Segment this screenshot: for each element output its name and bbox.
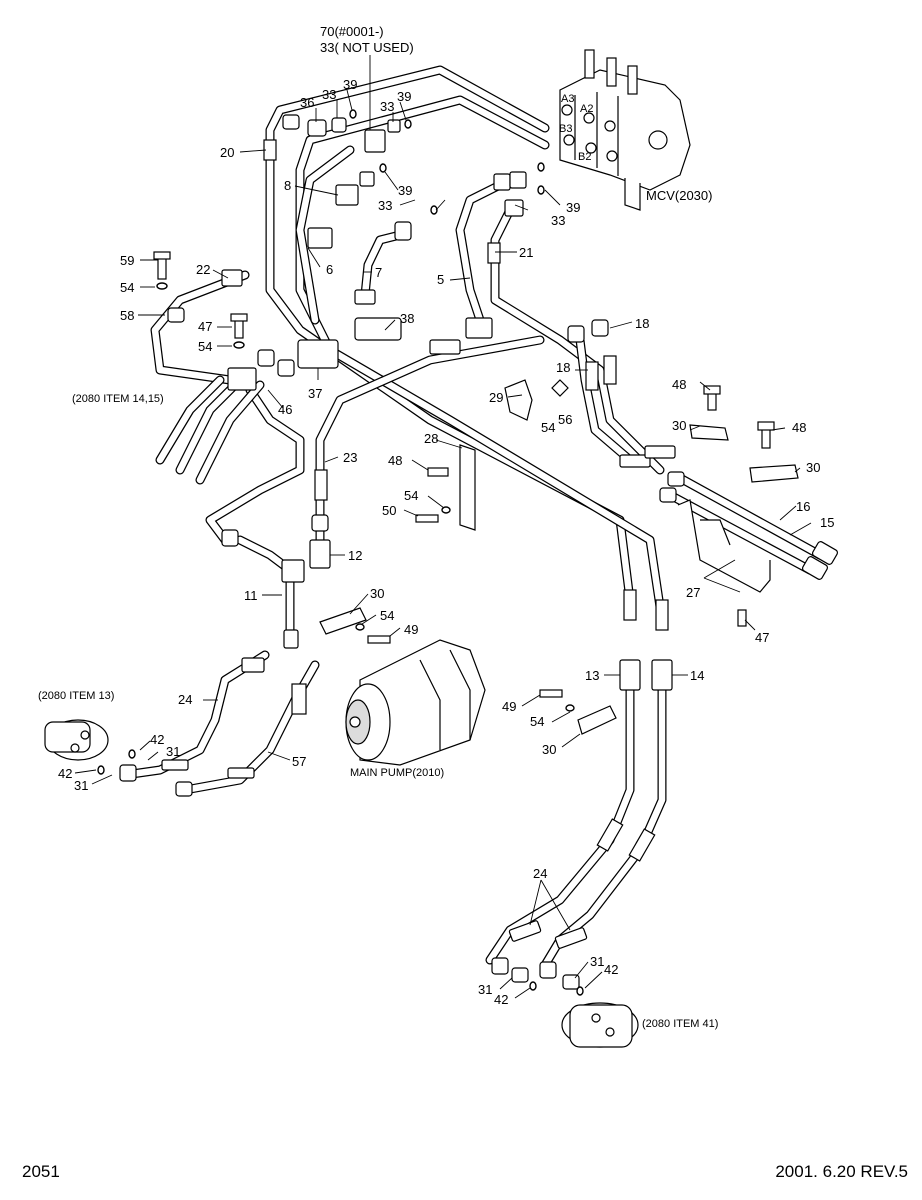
callout-12: 12 — [348, 548, 362, 563]
svg-text:A2: A2 — [580, 103, 593, 115]
callout-30: 30 — [542, 742, 556, 757]
callout-31: 31 — [478, 982, 492, 997]
callout-31: 31 — [74, 778, 88, 793]
callout-23: 23 — [343, 450, 357, 465]
swing-motor-left — [44, 719, 109, 761]
note-70: 70(#0001-) — [320, 24, 384, 39]
callout-27: 27 — [686, 585, 700, 600]
revision-date: 2001. 6.20 REV.5 — [775, 1162, 908, 1181]
callout-50: 50 — [382, 503, 396, 518]
callout-48: 48 — [388, 453, 402, 468]
callout-29: 29 — [489, 390, 503, 405]
callout-49: 49 — [502, 699, 516, 714]
ref-2080-item-41: (2080 ITEM 41) — [642, 1018, 718, 1030]
fittings — [119, 114, 839, 990]
callout-33: 33 — [380, 99, 394, 114]
swing-motor-right — [561, 1002, 639, 1048]
callout-33: 33 — [551, 213, 565, 228]
callout-54: 54 — [380, 608, 394, 623]
callout-42: 42 — [150, 732, 164, 747]
callout-39: 39 — [566, 200, 580, 215]
page-number: 2051 — [22, 1162, 60, 1181]
callout-21: 21 — [519, 245, 533, 260]
callout-33: 33 — [378, 198, 392, 213]
main-pump-label: MAIN PUMP(2010) — [350, 767, 444, 779]
svg-text:B3: B3 — [559, 123, 572, 135]
callout-46: 46 — [278, 402, 292, 417]
callout-11: 11 — [244, 588, 258, 603]
callout-49: 49 — [404, 622, 418, 637]
callout-37: 37 — [308, 386, 322, 401]
callout-30: 30 — [672, 418, 686, 433]
ref-2080-item-14-15: (2080 ITEM 14,15) — [72, 393, 164, 405]
callout-42: 42 — [58, 766, 72, 781]
callout-57: 57 — [292, 754, 306, 769]
brackets-and-clamps — [319, 379, 799, 735]
callout-33: 33 — [322, 87, 336, 102]
callout-16: 16 — [796, 499, 810, 514]
callout-15: 15 — [820, 515, 834, 530]
callout-14: 14 — [690, 668, 704, 683]
callout-47: 47 — [755, 630, 769, 645]
callout-39: 39 — [343, 77, 357, 92]
callout-8: 8 — [284, 178, 291, 193]
callout-59: 59 — [120, 253, 134, 268]
callout-31: 31 — [590, 954, 604, 969]
callout-28: 28 — [424, 431, 438, 446]
main-pump — [345, 639, 486, 766]
callout-38: 38 — [400, 311, 414, 326]
callout-42: 42 — [604, 962, 618, 977]
callout-31: 31 — [166, 744, 180, 759]
callout-labels: 70(#0001-) 33( NOT USED) 39 33 36 33 39 … — [38, 24, 834, 1030]
callout-48: 48 — [672, 377, 686, 392]
callout-47: 47 — [198, 319, 212, 334]
callout-13: 13 — [585, 668, 599, 683]
callout-22: 22 — [196, 262, 210, 277]
mcv-valve-block: A3 A2 B3 B2 — [559, 49, 691, 211]
callout-56: 56 — [558, 412, 572, 427]
svg-text:B2: B2 — [578, 151, 591, 163]
callout-24: 24 — [533, 866, 547, 881]
callout-54: 54 — [120, 280, 134, 295]
svg-text:A3: A3 — [561, 93, 574, 105]
callout-42: 42 — [494, 992, 508, 1007]
callout-58: 58 — [120, 308, 134, 323]
callout-48: 48 — [792, 420, 806, 435]
callout-54: 54 — [404, 488, 418, 503]
callout-20: 20 — [220, 145, 234, 160]
callout-39: 39 — [397, 89, 411, 104]
callout-18: 18 — [635, 316, 649, 331]
ref-2080-item-13: (2080 ITEM 13) — [38, 690, 114, 702]
callout-30: 30 — [370, 586, 384, 601]
o-rings-and-bolts — [97, 109, 775, 996]
callout-54: 54 — [541, 420, 555, 435]
callout-54: 54 — [198, 339, 212, 354]
callout-6: 6 — [326, 262, 333, 277]
callout-30: 30 — [806, 460, 820, 475]
callout-54: 54 — [530, 714, 544, 729]
callout-39: 39 — [398, 183, 412, 198]
callout-18: 18 — [556, 360, 570, 375]
callout-36: 36 — [300, 95, 314, 110]
note-33-not-used: 33( NOT USED) — [320, 40, 414, 55]
callout-24: 24 — [178, 692, 192, 707]
leader-lines — [74, 55, 812, 999]
callout-7: 7 — [375, 265, 382, 280]
mcv-label: MCV(2030) — [646, 188, 712, 203]
callout-5: 5 — [437, 272, 444, 287]
